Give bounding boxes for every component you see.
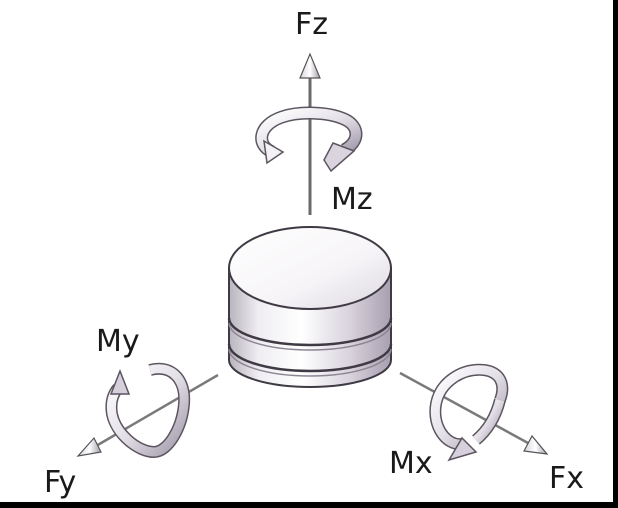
- mx-moment-arrow: [429, 363, 509, 462]
- fy-force-arrow: [76, 373, 219, 457]
- my-moment-arrow: [105, 362, 191, 459]
- fy-arrow-head-icon: [76, 436, 102, 457]
- cylinder-groove-lower: [227, 343, 393, 373]
- mz-tail-icon: [263, 139, 285, 165]
- sensor-cylinder: [227, 226, 393, 388]
- mx-arrow-head-icon: [447, 436, 478, 462]
- fz-label: Fz: [295, 7, 328, 42]
- mz-arrow-head-icon: [323, 142, 356, 173]
- fz-arrow-head-icon: [299, 52, 321, 79]
- fx-label: Fx: [549, 461, 584, 496]
- mx-label: Mx: [389, 446, 433, 481]
- my-label: My: [96, 324, 140, 359]
- cylinder-top-face: [228, 226, 392, 310]
- fz-force-arrow: [299, 52, 321, 215]
- my-arrow-head-icon: [109, 368, 131, 395]
- mz-label: Mz: [331, 182, 373, 217]
- fx-arrow-head-icon: [523, 434, 549, 455]
- cylinder-groove-upper: [227, 317, 393, 347]
- fx-force-arrow: [399, 371, 549, 455]
- fx-axis-line: [399, 371, 529, 445]
- mz-moment-arrow: [255, 106, 363, 173]
- fy-label: Fy: [44, 465, 76, 500]
